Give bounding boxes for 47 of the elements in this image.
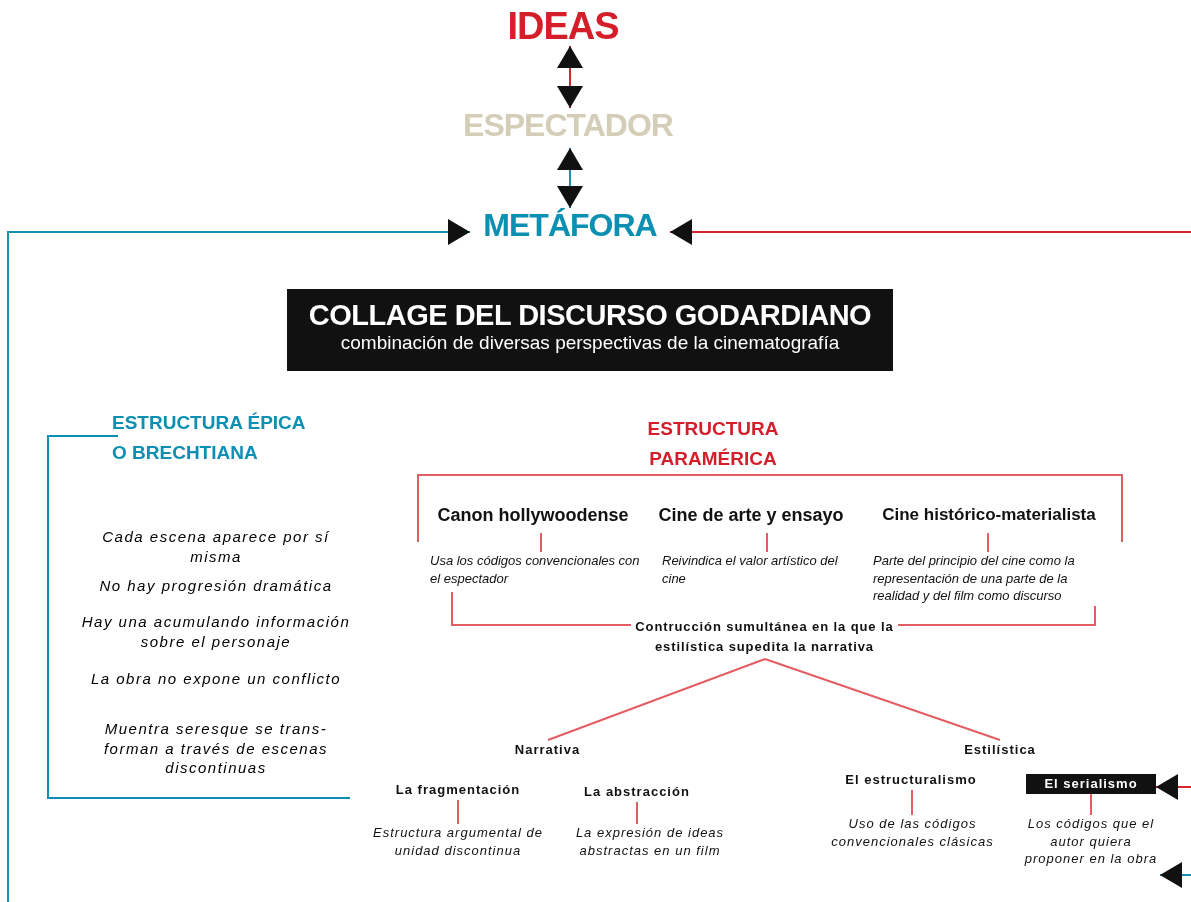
text-label: El estructuralismo	[828, 770, 994, 790]
text-label: Cine histórico-materialista	[858, 503, 1120, 533]
arrow	[1159, 862, 1191, 888]
title-text: COLLAGE DEL DISCURSO GODARDIANO	[307, 299, 873, 333]
text-label: La expresión de ideas abstractas en un film	[572, 824, 728, 880]
connector-line	[540, 532, 542, 553]
heading-text: METÁFORA	[470, 208, 670, 250]
connector-line	[766, 532, 768, 553]
summary-text: Contrucción sumultánea en la que la estilística supedita la narrativa	[631, 617, 898, 659]
arrow	[669, 219, 1191, 245]
text-label: Estructura argumental de unidad discontinua	[366, 824, 550, 864]
text-label: Usa los códigos convencionales con el espectador	[430, 552, 640, 592]
heading-text: ESPECTADOR	[438, 108, 698, 148]
heading-text: IDEAS	[493, 6, 633, 48]
connector-line	[636, 801, 638, 825]
arrow	[7, 219, 471, 902]
note-text: Hay una acumulando información sobre el personaje	[80, 612, 352, 651]
text-label: Parte del principio del cine como la representación de una parte de la realidad y del film como discurso	[873, 552, 1105, 606]
connector-line	[987, 532, 989, 553]
connector-line	[897, 605, 1096, 626]
title-banner	[287, 289, 893, 371]
connector-line	[764, 658, 1001, 741]
connector-line	[451, 591, 632, 626]
note-text: No hay progresión dramática	[98, 576, 334, 596]
connector-line	[1090, 793, 1092, 816]
connector-line	[457, 799, 459, 825]
text-label: La abstracción	[572, 782, 702, 802]
text-label: Narrativa	[500, 740, 595, 760]
text-label: La fragmentación	[380, 780, 536, 800]
section-heading: ESTRUCTURA ÉPICA O BRECHTIANA	[112, 411, 306, 466]
text-label: Uso de las códigos convencionales clásicas	[830, 815, 995, 871]
highlight-label: El serialismo	[1026, 774, 1156, 794]
arrow	[1155, 774, 1191, 800]
connector-line	[547, 658, 766, 741]
note-text: Cada escena aparece por sí misma	[101, 527, 331, 566]
text-label: Cine de arte y ensayo	[646, 503, 856, 533]
arrow	[557, 147, 583, 209]
text-label: Canon hollywoodense	[422, 503, 644, 533]
note-text: La obra no expone un conflicto	[89, 669, 343, 689]
text-label: Los códigos que el autor quiera proponer en la obra	[1022, 815, 1160, 887]
connector-line	[911, 789, 913, 816]
subtitle-text: combinación de diversas perspectivas de la cinematografía	[339, 332, 841, 356]
text-label: Estilística	[955, 740, 1045, 760]
text-label: Reivindica el valor artístico del cine	[662, 552, 854, 592]
section-heading: ESTRUCTURA PARAMÉRICA	[646, 417, 780, 472]
arrow	[557, 45, 583, 109]
note-text: Muentra seresque se trans- forman a través de escenas discontinuas	[102, 719, 330, 778]
